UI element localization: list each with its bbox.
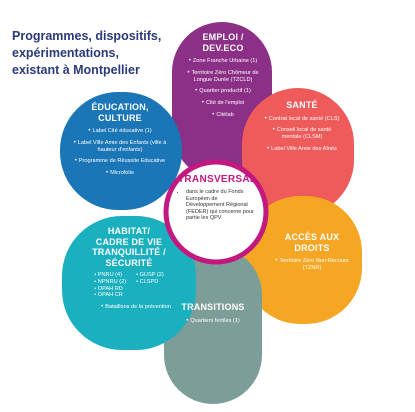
habitat-list-left: • PNRU (4) • NPNRU (2) • OPAH RD • OPAH …: [94, 272, 126, 299]
center-circle: [163, 159, 269, 265]
habitat-title: HABITAT/ CADRE DE VIE TRANQUILLITÉ / SÉC…: [92, 226, 166, 268]
education-item: •Microfolie: [105, 170, 135, 177]
emploi-item: •Zone Franche Urbaine (1): [188, 58, 258, 64]
education-title: ÉDUCATION, CULTURE: [91, 102, 149, 123]
transitions-text: TRANSITIONS •Quartiers fertiles (1): [170, 302, 256, 324]
acces-item: •Territoire Zéro Non-Recours (TZNR): [275, 258, 349, 271]
habitat-item: • CLSPD: [136, 278, 159, 285]
education-text: ÉDUCATION, CULTURE •Label Cité éducative…: [70, 102, 170, 177]
sante-text: SANTÉ •Contrat local de santé (CLS) •Con…: [262, 100, 342, 153]
petal-education: [60, 92, 182, 210]
transitions-title: TRANSITIONS: [181, 302, 245, 312]
habitat-item: • PNRU (4): [94, 272, 123, 278]
center-item: dans le cadre du Fonds Européen de Dével…: [186, 189, 254, 222]
sante-item: •Contrat local de santé (CLS): [264, 115, 340, 122]
emploi-item: •Territoire Zéro Chômeur de Longue Durée…: [187, 69, 259, 83]
habitat-item: • OPAH RD: [94, 285, 123, 292]
page-title: Programmes, dispositifs, expérimentation…: [12, 29, 162, 77]
education-item: •Programme de Réussite Educative: [74, 158, 166, 165]
center-title: TRANSVERSAL: [178, 174, 257, 185]
emploi-item: •Citélab: [212, 111, 234, 118]
habitat-list-right: • GUSP (2) • CLSPD: [136, 272, 164, 299]
sante-item: •Label Ville Amie des Aînés: [267, 145, 337, 152]
petal-sante: [242, 88, 354, 216]
transitions-item: •Quartiers fertiles (1): [186, 317, 240, 324]
acces-title: ACCÈS AUX DROITS: [284, 232, 340, 253]
habitat-item: • NPNRU (2): [94, 278, 127, 285]
education-item: •Label Cité éducative (1): [88, 128, 152, 134]
habitat-extra-item: •Bataillons de la prévention: [101, 304, 171, 311]
center-text: TRANSVERSAL dans le cadre du Fonds Europ…: [178, 174, 257, 222]
petal-acces: [244, 196, 362, 324]
petal-habitat: [62, 216, 196, 350]
emploi-item: •Cité de l'emploi: [201, 100, 245, 107]
habitat-item: • GUSP (2): [136, 272, 164, 278]
acces-text: ACCÈS AUX DROITS •Territoire Zéro Non-Re…: [270, 232, 354, 272]
sante-title: SANTÉ: [286, 100, 318, 110]
center-list: dans le cadre du Fonds Européen de Dével…: [178, 189, 254, 222]
education-item: •Label Ville Amie des Enfants (ville à h…: [73, 139, 167, 153]
habitat-lists: • PNRU (4) • NPNRU (2) • OPAH RD • OPAH …: [74, 272, 184, 299]
sante-item: •Conseil local de santé mentale (CLSM): [272, 127, 332, 141]
habitat-text: HABITAT/ CADRE DE VIE TRANQUILLITÉ / SÉC…: [74, 226, 184, 311]
emploi-item: •Quartier productif (1): [195, 88, 251, 95]
emploi-title: EMPLOI / DEV.ECO: [202, 32, 244, 53]
emploi-text: EMPLOI / DEV.ECO •Zone Franche Urbaine (…: [180, 32, 266, 119]
habitat-item: • OPAH CR: [94, 292, 123, 299]
